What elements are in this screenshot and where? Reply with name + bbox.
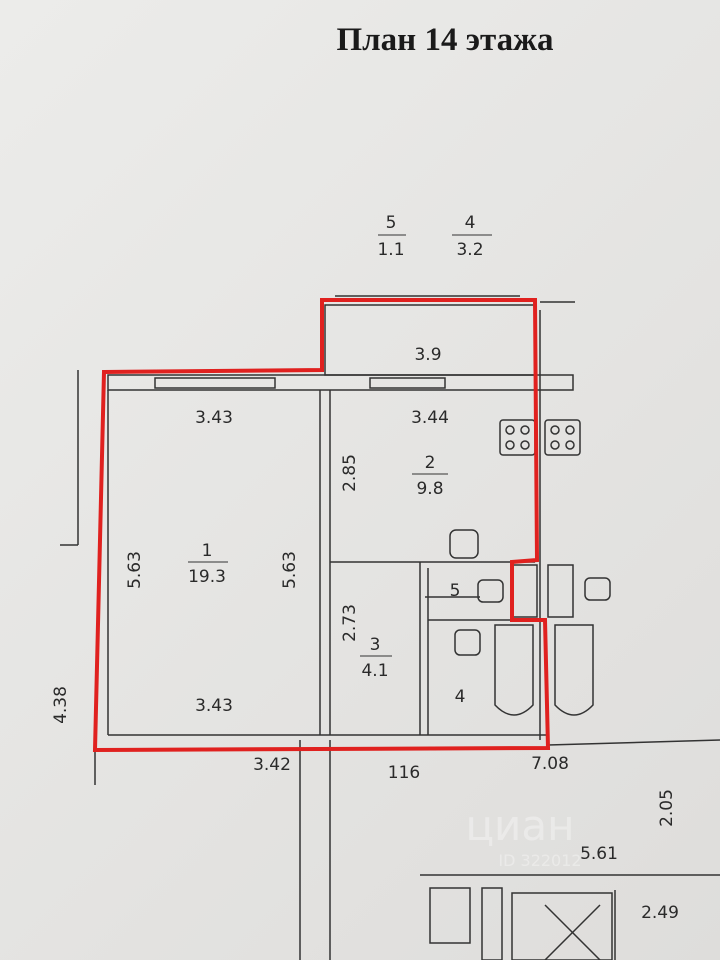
dim-room1-bottom: 3.43 [195, 696, 233, 716]
dim-room1-left: 5.63 [125, 551, 145, 589]
dim-room1-right: 5.63 [280, 551, 300, 589]
svg-text:19.3: 19.3 [188, 567, 226, 587]
room-5-label: 5 [450, 581, 461, 601]
watermark-brand: циан [465, 801, 574, 850]
dim-kitchen-left: 2.85 [340, 454, 360, 492]
ventilation-shaft-icon [511, 564, 574, 618]
room-1-label: 1 19.3 [188, 541, 228, 587]
svg-text:3: 3 [370, 635, 381, 655]
svg-text:1.1: 1.1 [377, 240, 404, 260]
dim-corridor: 5.61 [580, 844, 618, 864]
svg-text:1: 1 [202, 541, 213, 561]
svg-text:4: 4 [465, 213, 476, 233]
dim-left-outer: 4.38 [51, 686, 71, 724]
dim-kitchen-top: 3.44 [411, 408, 449, 428]
dim-hall-left: 2.73 [340, 604, 360, 642]
dim-bottom-right: 7.08 [531, 754, 569, 774]
legend-room-5: 5 1.1 [377, 213, 406, 260]
bathtub-icon [494, 624, 594, 716]
apartment-outline [92, 298, 551, 753]
dim-small-room: 2.49 [641, 903, 679, 923]
dim-bottom-mid: 116 [388, 763, 420, 783]
room-3-label: 3 4.1 [360, 635, 392, 681]
svg-text:2: 2 [425, 453, 436, 473]
svg-text:9.8: 9.8 [416, 479, 443, 499]
toilet-icon [449, 529, 611, 656]
dim-bottom-left: 3.42 [253, 755, 291, 775]
room-2-label: 2 9.8 [412, 453, 448, 499]
svg-text:4.1: 4.1 [361, 661, 388, 681]
dim-room1-top: 3.43 [195, 408, 233, 428]
dim-balcony: 3.9 [414, 345, 441, 365]
room-4-label: 4 [455, 687, 466, 707]
legend-room-4: 4 3.2 [452, 213, 492, 260]
plan-title: План 14 этажа [337, 22, 554, 58]
walls [60, 295, 720, 960]
svg-text:5: 5 [386, 213, 397, 233]
dim-right-vertical: 2.05 [657, 789, 677, 827]
svg-text:3.2: 3.2 [456, 240, 483, 260]
watermark-id: ID 322012 [498, 851, 581, 870]
